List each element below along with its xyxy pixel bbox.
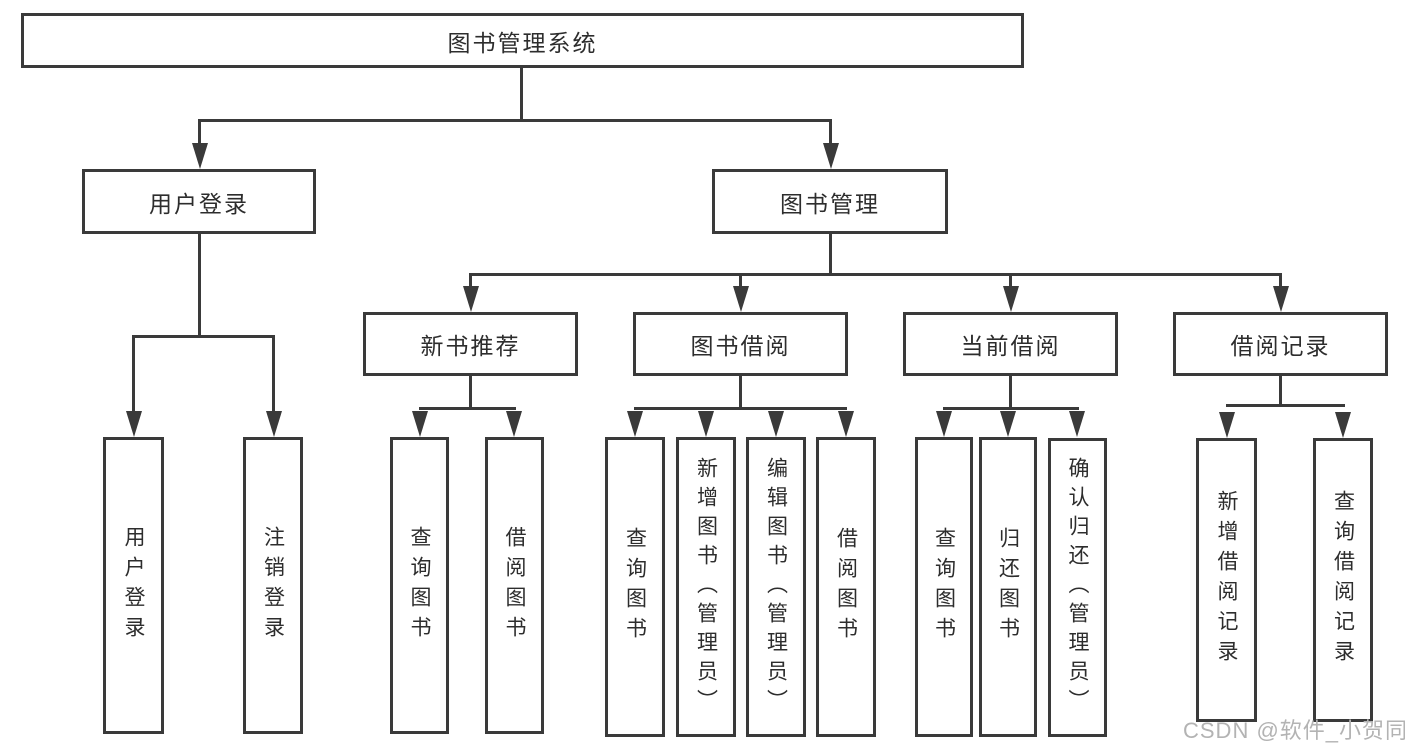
arrow-to-current-icon (1003, 286, 1019, 312)
connector-borrow-stem (739, 376, 742, 409)
leaf-borrow-query-books: 查询图书 (605, 437, 665, 737)
leaf-current-confirm-return-admin-label: 确认归还（管理员） (1066, 457, 1089, 718)
node-book-borrow: 图书借阅 (633, 312, 848, 376)
arrow-to-book-management-icon (823, 143, 839, 169)
arrow-to-recommend-query-icon (412, 411, 428, 437)
csdn-watermark: CSDN @软件_小贺同学 (1183, 718, 1405, 743)
node-book-management: 图书管理 (712, 169, 948, 234)
connector-current-stem (1009, 376, 1012, 409)
arrow-to-records-add-icon (1219, 412, 1235, 438)
connector-drop-recommend (469, 273, 472, 288)
node-current-borrow: 当前借阅 (903, 312, 1118, 376)
connector-drop-user-login (198, 119, 201, 145)
node-book-management-label: 图书管理 (780, 190, 880, 217)
node-book-borrow-label: 图书借阅 (690, 333, 791, 359)
node-user-login-group-label: 用户登录 (149, 190, 249, 217)
node-system-root: 图书管理系统 (21, 13, 1024, 68)
arrow-to-borrow-edit-icon (768, 411, 784, 437)
arrow-to-borrow-borrow-icon (838, 411, 854, 437)
connector-drop-leaf-logout (272, 335, 275, 412)
arrow-to-leaf-user-login-icon (126, 411, 142, 437)
node-new-book-recommend-label: 新书推荐 (420, 333, 521, 359)
leaf-borrow-borrow-books: 借阅图书 (816, 437, 876, 737)
leaf-records-add-record: 新增借阅记录 (1196, 438, 1257, 722)
connector-drop-book-management (829, 119, 832, 145)
leaf-records-add-record-label: 新增借阅记录 (1215, 490, 1238, 670)
node-current-borrow-label: 当前借阅 (960, 333, 1061, 359)
node-borrow-records: 借阅记录 (1173, 312, 1388, 376)
arrow-to-records-query-icon (1335, 412, 1351, 438)
connector-root-stem (520, 68, 523, 122)
leaf-borrow-borrow-books-label: 借阅图书 (834, 527, 858, 647)
leaf-current-query-books: 查询图书 (915, 437, 973, 737)
leaf-records-query-record-label: 查询借阅记录 (1331, 490, 1355, 670)
connector-records-stem (1279, 376, 1282, 406)
leaf-recommend-query-books: 查询图书 (390, 437, 449, 734)
arrow-to-borrow-add-icon (698, 411, 714, 437)
leaf-logout-label: 注销登录 (261, 525, 285, 646)
connector-borrow-hbar (634, 407, 847, 410)
leaf-current-return-books-label: 归还图书 (996, 527, 1020, 647)
arrow-to-current-confirm-icon (1069, 411, 1085, 437)
leaf-current-query-books-label: 查询图书 (932, 527, 956, 647)
connector-recommend-hbar (419, 407, 516, 410)
leaf-user-login: 用户登录 (103, 437, 164, 734)
arrow-to-records-icon (1273, 286, 1289, 312)
leaf-borrow-add-books-admin: 新增图书（管理员） (676, 437, 736, 737)
arrow-to-borrow-query-icon (627, 411, 643, 437)
connector-root-hbar (198, 119, 832, 122)
leaf-recommend-borrow-books-label: 借阅图书 (503, 525, 526, 646)
connector-drop-borrow (739, 273, 742, 288)
leaf-borrow-add-books-admin-label: 新增图书（管理员） (694, 456, 718, 718)
connector-drop-current (1009, 273, 1012, 288)
connector-user-login-hbar (132, 335, 275, 338)
node-new-book-recommend: 新书推荐 (363, 312, 578, 376)
leaf-current-return-books: 归还图书 (979, 437, 1037, 737)
connector-records-hbar (1226, 404, 1345, 407)
leaf-recommend-borrow-books: 借阅图书 (485, 437, 544, 734)
leaf-user-login-label: 用户登录 (122, 525, 145, 646)
leaf-logout: 注销登录 (243, 437, 303, 734)
arrow-to-user-login-icon (192, 143, 208, 169)
leaf-current-confirm-return-admin: 确认归还（管理员） (1048, 438, 1107, 737)
arrow-to-leaf-logout-icon (266, 411, 282, 437)
connector-book-management-hbar (469, 273, 1282, 276)
arrow-to-current-return-icon (1000, 411, 1016, 437)
connector-book-management-stem (829, 234, 832, 275)
arrow-to-recommend-icon (463, 286, 479, 312)
leaf-borrow-edit-books-admin-label: 编辑图书（管理员） (764, 456, 788, 718)
connector-drop-leaf-user-login (132, 335, 135, 412)
leaf-recommend-query-books-label: 查询图书 (408, 525, 431, 646)
connector-drop-records (1279, 273, 1282, 288)
connector-recommend-stem (469, 376, 472, 409)
node-user-login-group: 用户登录 (82, 169, 316, 234)
leaf-borrow-query-books-label: 查询图书 (623, 527, 647, 647)
connector-current-hbar (943, 407, 1079, 410)
leaf-borrow-edit-books-admin: 编辑图书（管理员） (746, 437, 806, 737)
connector-user-login-stem (198, 234, 201, 337)
arrow-to-borrow-icon (733, 286, 749, 312)
arrow-to-recommend-borrow-icon (506, 411, 522, 437)
leaf-records-query-record: 查询借阅记录 (1313, 438, 1373, 722)
arrow-to-current-query-icon (936, 411, 952, 437)
node-borrow-records-label: 借阅记录 (1230, 333, 1331, 359)
node-system-root-label: 图书管理系统 (447, 29, 598, 56)
